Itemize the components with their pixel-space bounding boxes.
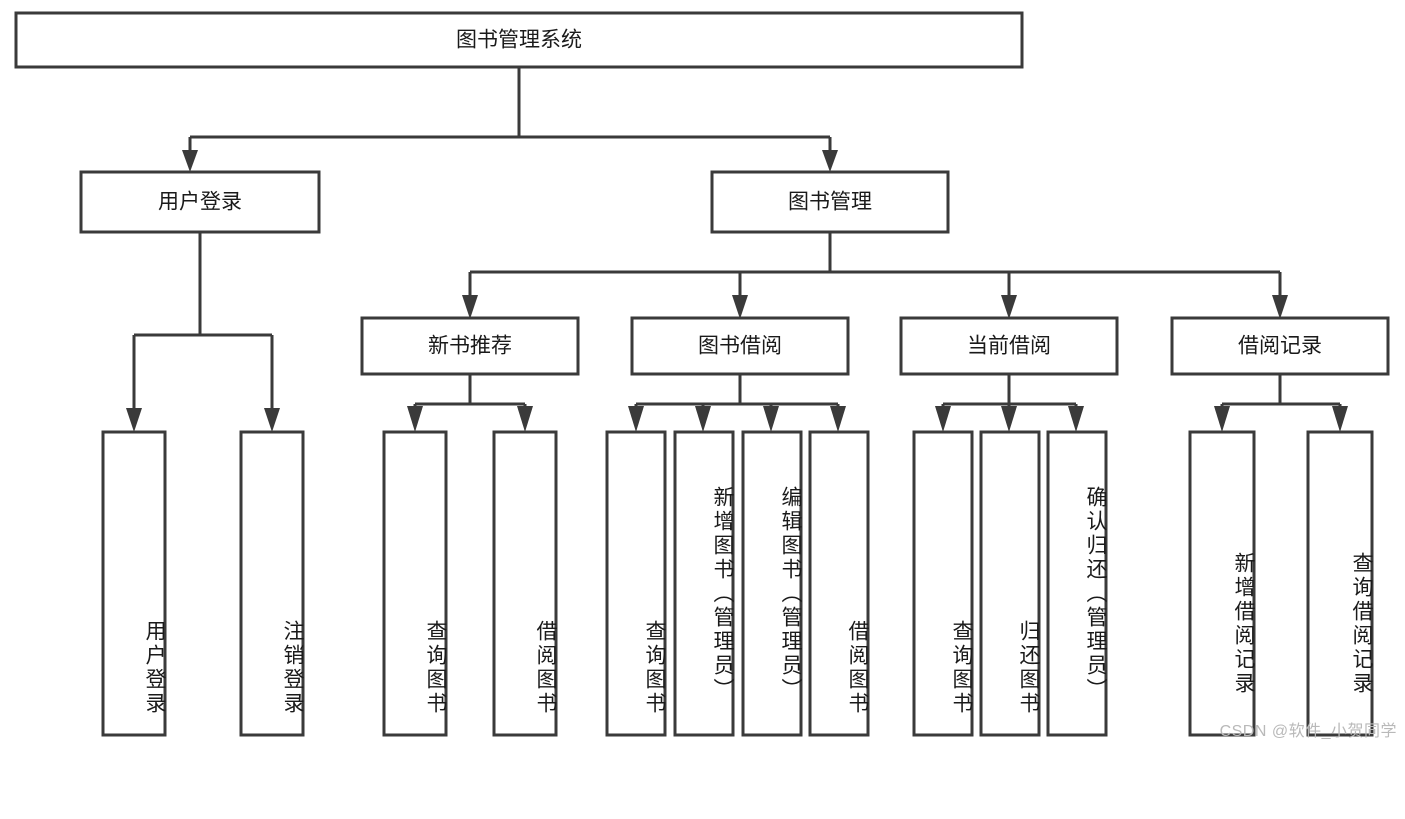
csdn-watermark: CSDN @软件_小贺同学 [1219,723,1397,740]
connector-group-borrow [628,374,846,432]
node-borrow-records[interactable]: 借阅记录 [1170,316,1390,376]
node-user-login-box [79,170,321,234]
node-current-borrow[interactable]: 当前借阅 [899,316,1119,376]
leaf-node-return-book[interactable] [979,430,1041,737]
leaf-node-edit-book-admin[interactable] [741,430,803,737]
leaf-node-add-borrow-record[interactable] [1188,430,1256,737]
arrow-borrow-to-leaf-1 [628,406,644,432]
node-borrow-records-box [1170,316,1390,376]
diagram-canvas: 图书管理系统 用户登录 图书管理 新书推荐 图书借阅 当前借阅 借阅记录 [14,11,1397,740]
arrow-bookmgmt-to-borrow [732,295,748,319]
node-root-box [14,11,1024,69]
arrow-bookmgmt-to-records [1272,295,1288,319]
node-book-borrow-label: 图书借阅 [698,335,782,358]
node-user-login[interactable]: 用户登录 [79,170,321,234]
leaf-add-book-admin-box [673,430,735,737]
leaf-node-logout[interactable] [239,430,305,737]
node-book-borrow-box [630,316,850,376]
node-borrow-records-label: 借阅记录 [1238,335,1322,358]
leaf-node-query-borrow-record[interactable] [1306,430,1374,737]
arrow-bookmgmt-to-new-book [462,295,478,319]
arrow-borrow-to-leaf-3 [763,406,779,432]
leaf-node-query-book-cb[interactable] [912,430,974,737]
connector-group-book-mgmt [462,232,1288,319]
connector-group-records [1214,374,1348,432]
connector-group-root [182,67,838,172]
node-new-book-recommend-label: 新书推荐 [428,335,512,358]
arrow-borrow-to-leaf-2 [695,406,711,432]
node-new-book-recommend[interactable]: 新书推荐 [360,316,580,376]
leaf-add-borrow-record-box [1188,430,1256,737]
arrow-current-to-leaf-2 [1001,406,1017,432]
node-current-borrow-label: 当前借阅 [967,335,1051,358]
arrow-records-to-leaf-2 [1332,406,1348,432]
node-book-borrow[interactable]: 图书借阅 [630,316,850,376]
connector-group-current [935,374,1084,432]
arrow-root-to-book-mgmt [822,150,838,172]
connector-group-new-book [407,374,533,432]
leaf-query-book-cb-box [912,430,974,737]
arrow-newbook-to-leaf-1 [407,406,423,432]
leaf-node-query-book-bb[interactable] [605,430,667,737]
leaf-return-book-box [979,430,1041,737]
leaf-query-borrow-record-box [1306,430,1374,737]
leaf-node-user-login[interactable] [101,430,167,737]
node-current-borrow-box [899,316,1119,376]
leaf-node-add-book-admin[interactable] [673,430,735,737]
node-user-login-label: 用户登录 [158,191,242,214]
arrow-userlogin-to-leaf-1 [126,408,142,432]
node-root-book-management-system[interactable]: 图书管理系统 [14,11,1024,69]
arrow-current-to-leaf-1 [935,406,951,432]
arrow-bookmgmt-to-current [1001,295,1017,319]
leaf-confirm-return-admin-box [1046,430,1108,737]
leaf-user-login-box [101,430,167,737]
hierarchy-tree-svg: 图书管理系统 用户登录 图书管理 新书推荐 图书借阅 当前借阅 借阅记录 [14,11,1390,737]
leaf-query-book-bb-box [605,430,667,737]
connector-group-user-login [126,232,280,432]
leaf-query-book-nb-box [382,430,448,737]
node-book-management-label: 图书管理 [788,191,872,214]
node-book-management-box [710,170,950,234]
node-new-book-recommend-box [360,316,580,376]
leaf-node-borrow-book-bb[interactable] [808,430,870,737]
leaf-borrow-book-nb-box [492,430,558,737]
leaf-logout-box [239,430,305,737]
leaf-borrow-book-bb-box [808,430,870,737]
leaf-node-confirm-return-admin[interactable] [1046,430,1108,737]
arrow-userlogin-to-leaf-2 [264,408,280,432]
leaf-node-borrow-book-nb[interactable] [492,430,558,737]
node-book-management[interactable]: 图书管理 [710,170,950,234]
arrow-records-to-leaf-1 [1214,406,1230,432]
arrow-root-to-user-login [182,150,198,172]
leaf-edit-book-admin-box [741,430,803,737]
node-root-label: 图书管理系统 [456,29,582,52]
arrow-current-to-leaf-3 [1068,406,1084,432]
leaf-node-query-book-nb[interactable] [382,430,448,737]
arrow-borrow-to-leaf-4 [830,406,846,432]
arrow-newbook-to-leaf-2 [517,406,533,432]
